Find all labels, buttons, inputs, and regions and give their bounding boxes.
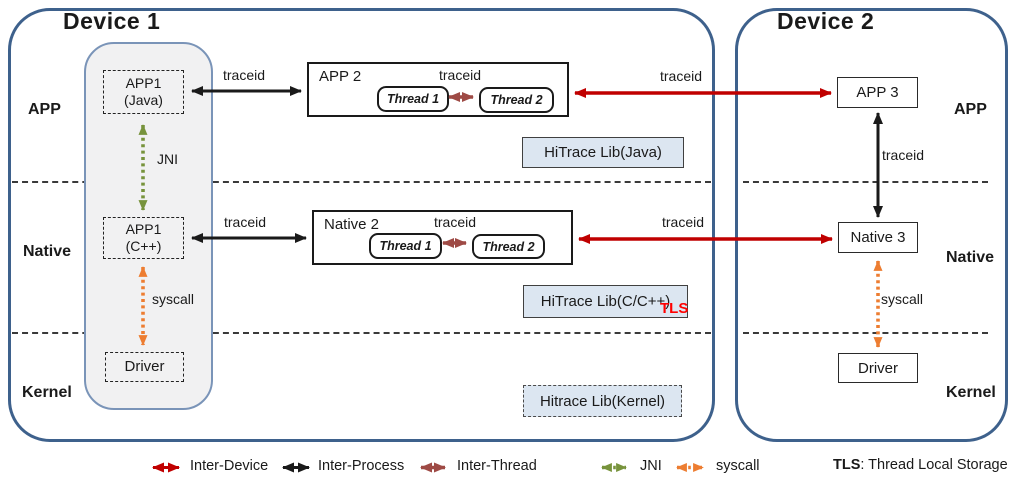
legend-inter-process-label: Inter-Process	[318, 458, 405, 474]
app2-thread-traceid-label: traceid	[439, 67, 482, 83]
legend-inter-process-arrow	[282, 462, 310, 473]
native2-thread1-box: Thread 1	[369, 233, 442, 259]
device1-app-layer-label: APP	[28, 101, 61, 118]
hitrace-lib-cpp-box: HiTrace Lib(C/C++)	[523, 285, 688, 318]
app3-box: APP 3	[837, 77, 918, 108]
jni-label: JNI	[157, 151, 178, 167]
device2-app-native-separator	[743, 181, 988, 183]
app1-java-line2: (Java)	[124, 92, 163, 108]
device1-title: Device 1	[63, 8, 161, 34]
traceid-label-native2-native3: traceid	[662, 214, 705, 230]
legend-inter-device-arrow	[152, 462, 180, 473]
traceid-label-app2-app3: traceid	[660, 68, 703, 84]
device2-driver-label: Driver	[858, 359, 898, 377]
native2-thread1-label: Thread 1	[379, 239, 432, 253]
device2-native-kernel-separator	[743, 332, 988, 334]
native2-box: Native 2 traceid Thread 1 Thread 2	[312, 210, 573, 265]
app1-java-line1: APP1	[125, 74, 162, 91]
legend-tls-text: : Thread Local Storage	[860, 457, 1008, 473]
legend-inter-thread-label: Inter-Thread	[457, 458, 537, 474]
legend-jni-arrow	[601, 463, 627, 472]
hitrace-lib-kernel-label: Hitrace Lib(Kernel)	[539, 392, 666, 410]
native3-box: Native 3	[838, 222, 918, 253]
traceid-label-app3-native3: traceid	[882, 147, 925, 163]
legend-tls-term: TLS	[833, 457, 861, 473]
native2-thread2-box: Thread 2	[472, 234, 545, 259]
native2-title: Native 2	[324, 216, 380, 233]
device2-title: Device 2	[777, 8, 875, 34]
device2-kernel-layer-label: Kernel	[946, 384, 996, 401]
syscall-label-device2: syscall	[881, 291, 924, 307]
app1-cpp-box: APP1 (C++)	[103, 217, 184, 259]
legend-syscall-label: syscall	[716, 458, 760, 474]
device1-driver-box: Driver	[105, 352, 184, 382]
app1-cpp-line2: (C++)	[125, 238, 162, 254]
app2-thread1-box: Thread 1	[377, 86, 449, 112]
device2-driver-box: Driver	[838, 353, 918, 383]
app2-thread2-box: Thread 2	[479, 87, 554, 113]
legend-jni-label: JNI	[640, 458, 662, 474]
hitrace-lib-java-label: HiTrace Lib(Java)	[544, 144, 662, 161]
hitrace-lib-java-box: HiTrace Lib(Java)	[522, 137, 684, 168]
app2-title: APP 2	[319, 68, 362, 85]
device1-kernel-layer-label: Kernel	[22, 384, 72, 401]
device1-native-kernel-separator	[12, 332, 711, 334]
legend-inter-device-label: Inter-Device	[190, 458, 269, 474]
hitrace-lib-cpp-label: HiTrace Lib(C/C++)	[540, 293, 671, 310]
tls-badge: TLS	[660, 300, 689, 317]
app1-process-container	[84, 42, 213, 410]
native2-thread2-label: Thread 2	[482, 239, 535, 254]
device1-driver-label: Driver	[124, 357, 165, 375]
device2-app-layer-label: APP	[954, 101, 987, 118]
syscall-label-device1: syscall	[152, 291, 195, 307]
app1-java-box: APP1 (Java)	[103, 70, 184, 114]
device1-app-native-separator	[12, 181, 711, 183]
native3-label: Native 3	[850, 229, 906, 246]
device1-native-layer-label: Native	[23, 243, 72, 260]
legend-inter-thread-arrow	[420, 462, 446, 473]
hitrace-lib-kernel-box: Hitrace Lib(Kernel)	[523, 385, 682, 417]
app2-thread1-label: Thread 1	[386, 92, 440, 106]
native2-thread-traceid-label: traceid	[434, 214, 477, 230]
app2-thread2-label: Thread 2	[490, 93, 543, 107]
traceid-label-app1cpp-native2: traceid	[224, 214, 267, 230]
legend-tls-definition: TLS: Thread Local Storage	[833, 457, 1008, 473]
traceid-label-app1-app2: traceid	[223, 67, 266, 83]
app1-cpp-line1: APP1	[125, 220, 162, 237]
legend-syscall-arrow	[676, 463, 704, 472]
app2-box: APP 2 traceid Thread 1 Thread 2	[307, 62, 569, 117]
device2-native-layer-label: Native	[946, 249, 995, 266]
app3-label: APP 3	[856, 84, 899, 101]
